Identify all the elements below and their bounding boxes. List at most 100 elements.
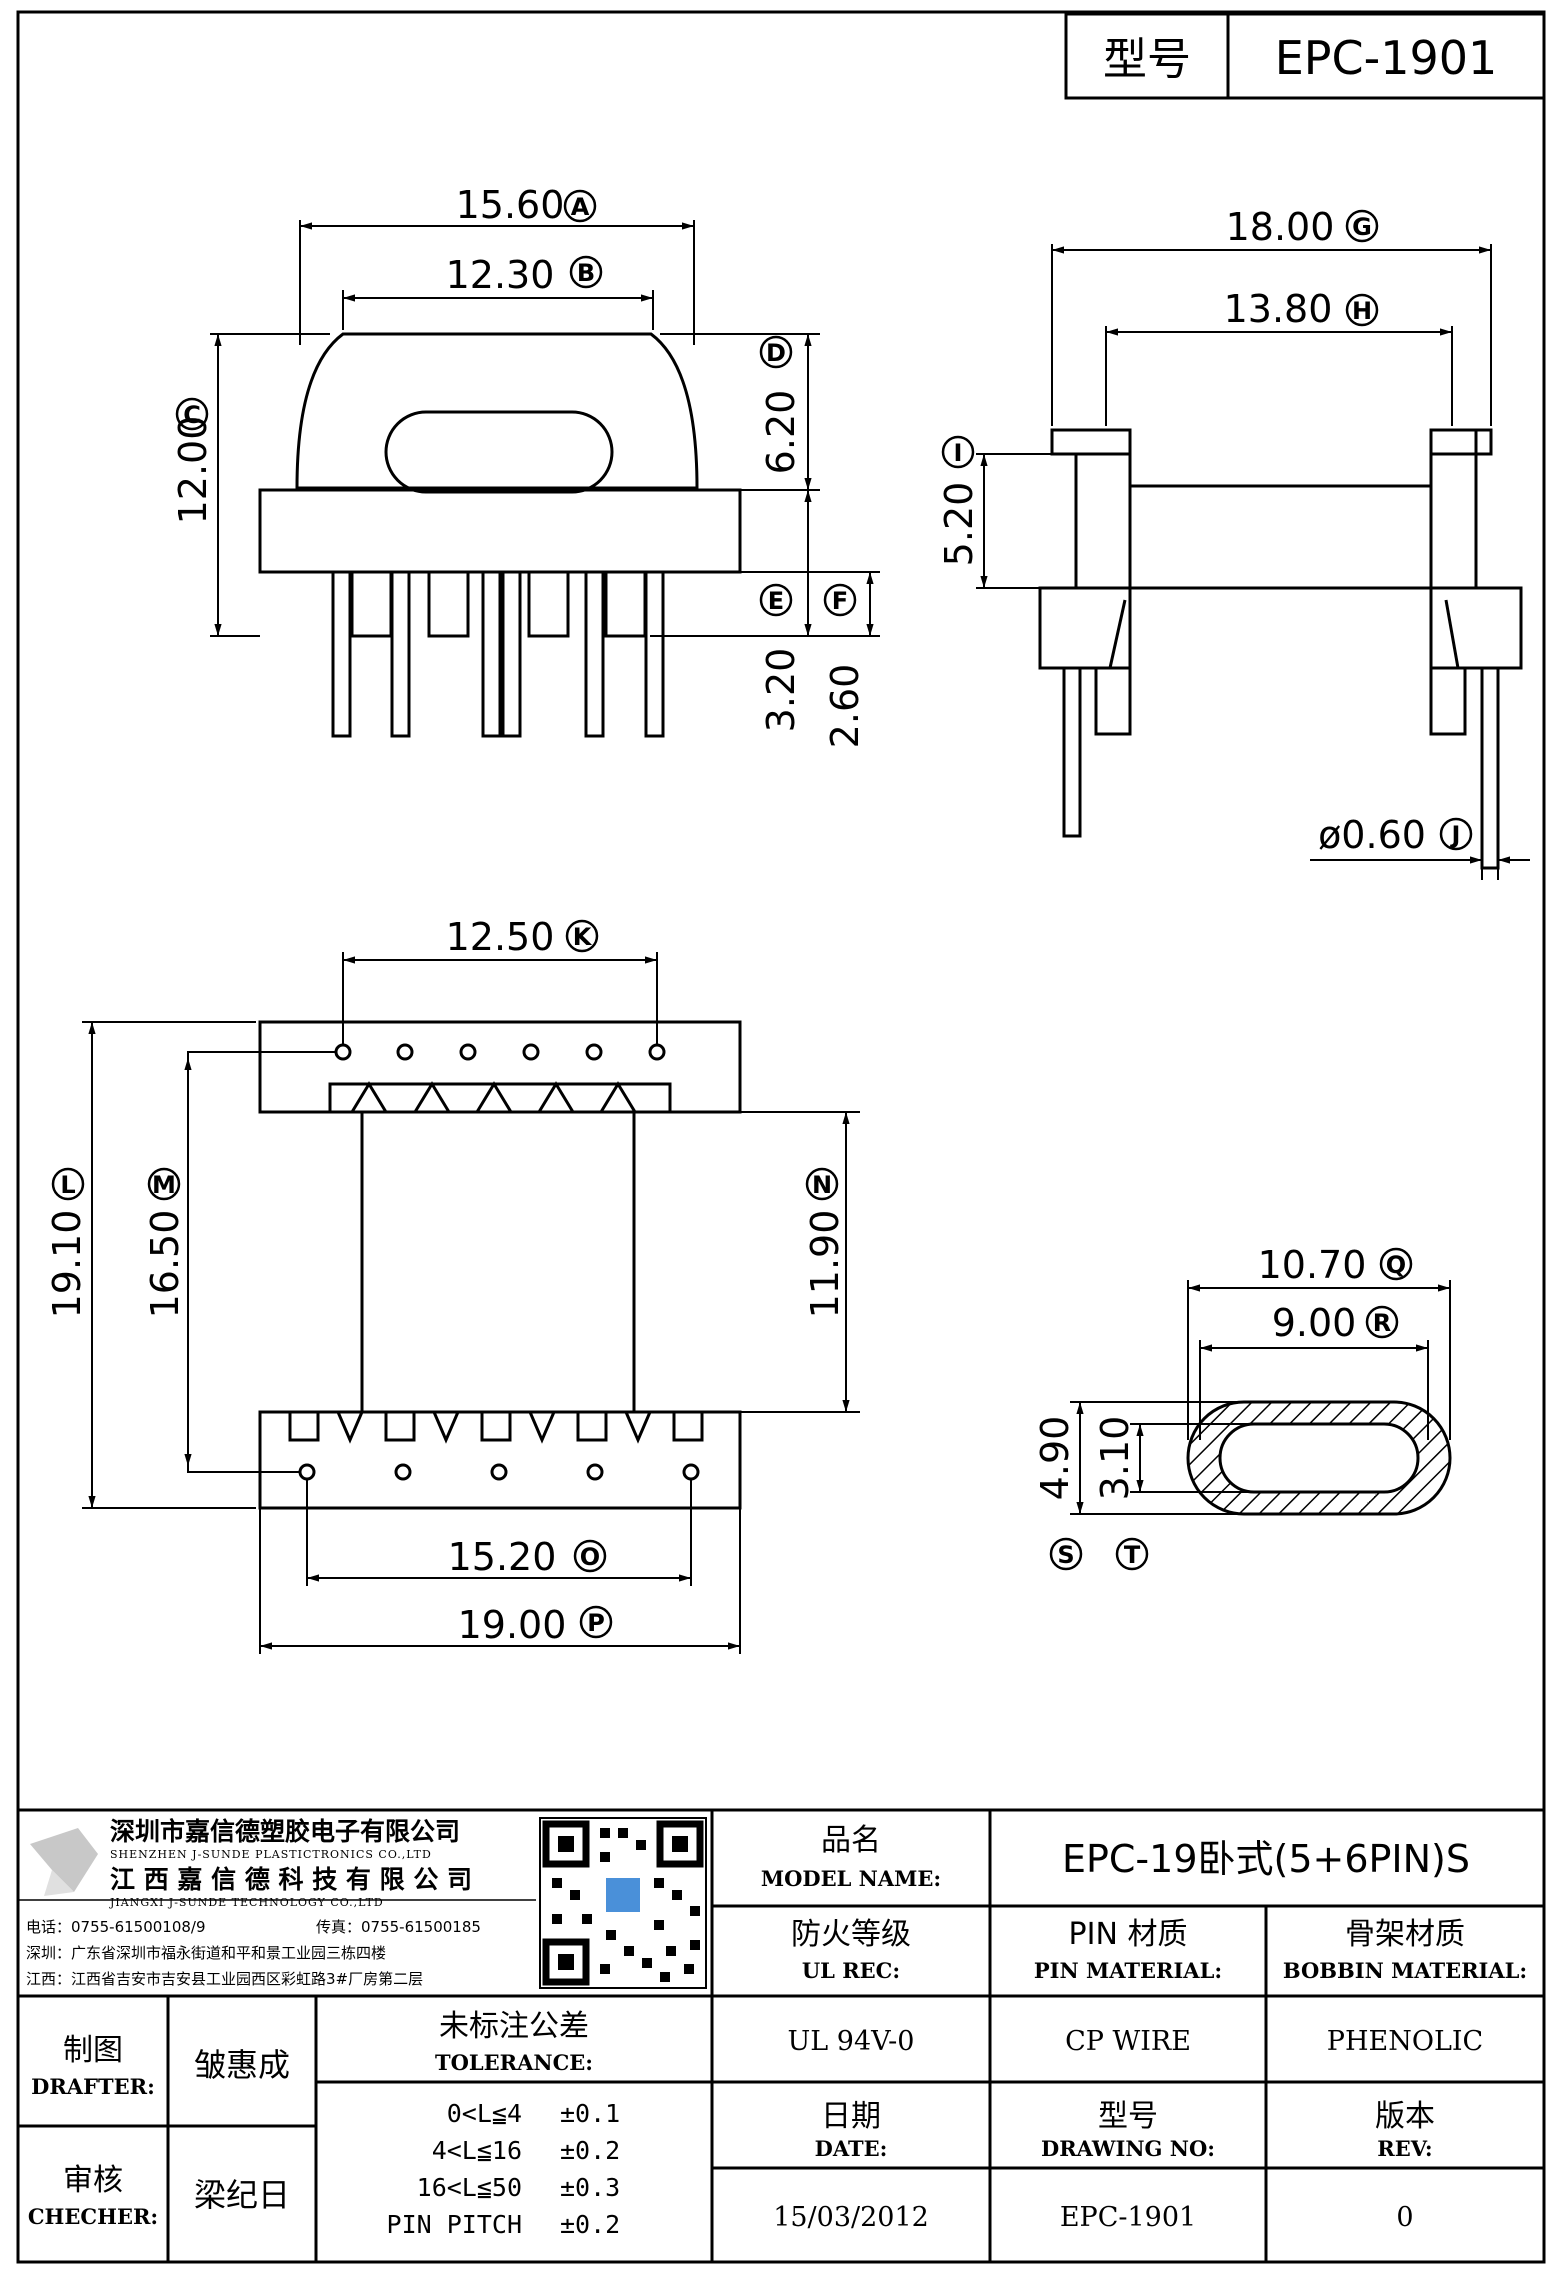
tolerance-label-cn: 未标注公差 [439,2009,589,2044]
rev-label-en: REV: [1377,2136,1432,2161]
dim-M-value: 16.50 [143,1210,187,1319]
bottom-slots [288,1410,704,1442]
bobbin-label-cn: 骨架材质 [1345,1917,1465,1952]
company-logo [30,1828,98,1896]
header-label: 型号 [1103,34,1191,85]
marker-M [147,1167,181,1201]
date-label-en: DATE: [815,2136,888,2161]
svg-text:E: E [768,587,784,615]
tolerance-value: ±0.3 [560,2173,620,2202]
dim-G-value: 18.00 [1226,205,1335,249]
marker-P [579,1605,613,1639]
date-label-cn: 日期 [821,2099,881,2134]
header-value: EPC-1901 [1275,31,1498,85]
window-slot [384,410,614,494]
bobbin-flange [258,488,742,574]
bottom-view-dimensions [82,952,860,1654]
side-view-dimensions [976,244,1530,880]
date-value: 15/03/2012 [773,2202,929,2233]
drawing-no-label-en: DRAWING NO: [1041,2136,1215,2161]
svg-text:H: H [1352,297,1372,325]
bobbin-value: PHENOLIC [1327,2026,1483,2057]
cross-section-dimensions [1070,1280,1451,1515]
dim-S-value: 4.90 [1033,1416,1077,1501]
dim-P-value: 19.00 [458,1603,567,1647]
company-name-jiangxi: 江 西 嘉 信 德 科 技 有 限 公 司 [110,1865,472,1894]
checker-value: 梁纪日 [194,2176,290,2214]
company-name-jiangxi-en: JIANGXI J-SUNDE TECHNOLOGY CO.,LTD [109,1896,384,1909]
drafter-value: 皱惠成 [194,2046,290,2084]
dim-B-value: 12.30 [446,253,555,297]
side-view-labels: 18.00 G 13.80 H I 5.20 ø0.60 J [937,205,1473,857]
company-address-jiangxi: 江西：江西省吉安市吉安县工业园西区彩虹路3#厂房第二层 [26,1970,423,1988]
dim-H-value: 13.80 [1224,287,1333,331]
tolerance-range: 0<L≦4 [447,2099,522,2128]
marker-I [941,435,975,469]
marker-J [1439,817,1473,851]
tolerance-value: ±0.2 [560,2136,620,2165]
marker-O [573,1539,607,1573]
tolerance-range: 4<L≦16 [432,2136,522,2165]
tolerance-range: 16<L≦50 [417,2173,522,2202]
dim-O-value: 15.20 [448,1535,557,1579]
svg-text:A: A [571,193,590,221]
svg-text:L: L [60,1171,75,1199]
ul-label-en: UL REC: [802,1958,900,1983]
dim-Q-value: 10.70 [1258,1243,1367,1287]
svg-text:R: R [1373,1309,1391,1337]
model-name-value: EPC-19卧式(5+6PIN)S [1062,1837,1470,1881]
marker-T [1115,1537,1149,1571]
pin-label-cn: PIN 材质 [1069,1917,1188,1952]
svg-text:M: M [152,1171,176,1199]
title-block-texts: 品名 MODEL NAME: EPC-19卧式(5+6PIN)S 防火等级 UL… [28,1823,1527,2239]
checker-label-en: CHECHER: [28,2204,158,2229]
cross-section-labels: 10.70 Q 9.00 R 4.90 3.10 S T [1033,1243,1413,1571]
svg-text:D: D [766,339,786,367]
rev-value: 0 [1396,2202,1413,2233]
marker-L [51,1167,85,1201]
dim-J-value: ø0.60 [1318,813,1426,857]
pin-value: CP WIRE [1065,2026,1191,2057]
front-view [258,332,742,738]
svg-text:C: C [183,401,201,429]
bobbin-label-en: BOBBIN MATERIAL: [1283,1958,1527,1983]
rev-label-cn: 版本 [1375,2099,1435,2134]
model-name-label-cn: 品名 [821,1823,881,1858]
dim-I-value: 5.20 [937,482,981,567]
drafter-label-cn: 制图 [63,2033,123,2068]
dim-K-value: 12.50 [446,915,555,959]
marker-A [563,189,597,223]
svg-text:N: N [812,1171,832,1199]
dim-T-value: 3.10 [1093,1416,1137,1501]
svg-text:G: G [1352,213,1372,241]
bottom-pin-holes [298,1463,700,1481]
front-view-labels: 15.60 A 12.30 B 12.00 C D 6.20 E 3.20 F … [171,183,867,748]
marker-F [823,583,857,617]
marker-C [175,397,209,431]
dim-A-value: 15.60 [456,183,565,227]
model-name-label-en: MODEL NAME: [761,1866,941,1891]
ul-value: UL 94V-0 [788,2026,915,2057]
pin-label-en: PIN MATERIAL: [1034,1958,1222,1983]
bottom-flange [258,1410,742,1510]
dim-E-value: 3.20 [759,648,803,733]
svg-text:O: O [580,1543,600,1571]
svg-text:I: I [954,439,963,467]
tolerance-table: 0<L≦4 ±0.1 4<L≦16 ±0.2 16<L≦50 ±0.3 PIN … [387,2099,621,2239]
company-phone: 电话：0755-61500108/9 [26,1918,206,1936]
header-box: 型号 EPC-1901 [1064,12,1546,100]
marker-S [1049,1537,1083,1571]
company-block: 深圳市嘉信德塑胶电子有限公司 SHENZHEN J-SUNDE PLASTICT… [26,1817,707,1989]
drawing-no-value: EPC-1901 [1060,2202,1196,2233]
svg-text:P: P [587,1609,605,1637]
svg-text:F: F [832,587,848,615]
top-flange [258,1020,742,1114]
title-block [18,1808,1544,2262]
svg-text:K: K [573,923,593,951]
drawing-no-label-cn: 型号 [1098,2099,1158,2134]
marker-G [1345,209,1379,243]
qr-code [539,1817,707,1989]
checker-label-cn: 审核 [63,2163,123,2198]
